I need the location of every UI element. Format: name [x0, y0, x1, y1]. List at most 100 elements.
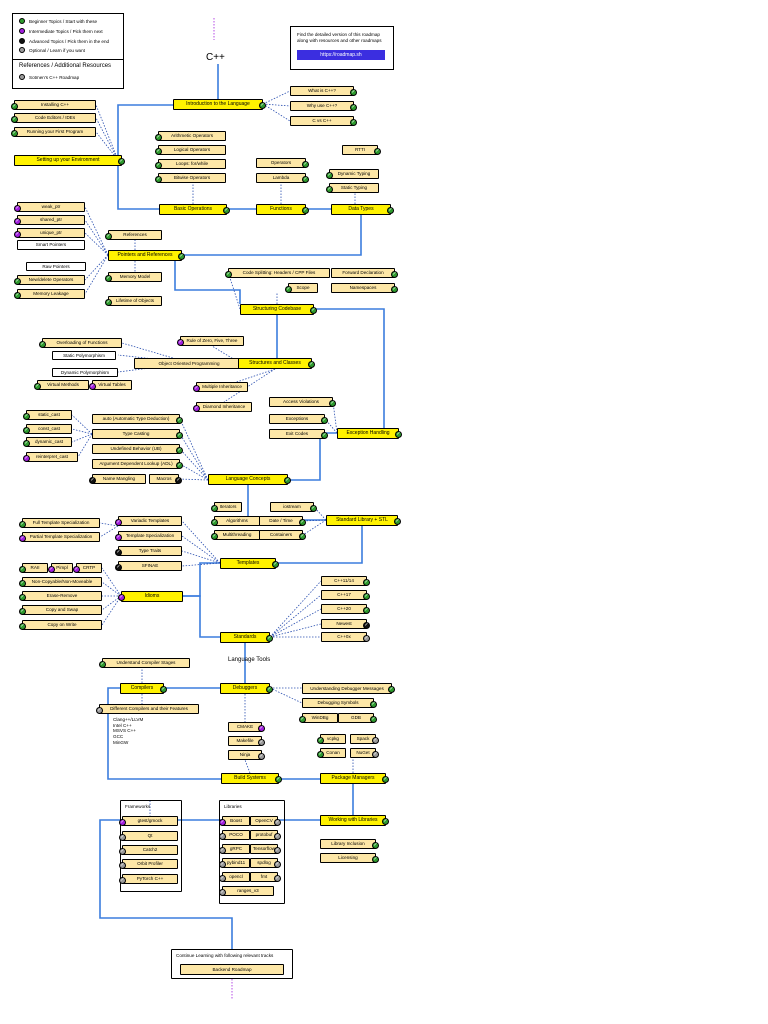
- node-different-compilers-and-their-features[interactable]: Different Compilers and their Features: [96, 704, 199, 714]
- node-build-systems[interactable]: Build Systems: [221, 773, 282, 784]
- roadmap-link-button[interactable]: https://roadmap.sh: [297, 50, 385, 60]
- node-auto-automatic-type-deduction[interactable]: auto (Automatic Type Deduction): [92, 414, 183, 424]
- node-partial-template-specialization[interactable]: Partial Template Specialization: [19, 532, 100, 542]
- node-weak-ptr[interactable]: weak_ptr: [14, 202, 85, 212]
- node-non-copyable-non-moveable[interactable]: Non-Copyable/Non-Moveable: [19, 577, 102, 587]
- node-dynamic-polymorphism[interactable]: Dynamic Polymorphism: [52, 368, 118, 377]
- node-structures-and-classes[interactable]: Structures and Classes: [238, 358, 315, 369]
- node-running-your-first-program[interactable]: Running your First Program: [11, 127, 96, 137]
- node-cplusplus0x[interactable]: C++0x: [321, 632, 370, 642]
- node-undefined-behavior-ub[interactable]: Undefined Behavior (UB): [92, 444, 183, 454]
- node-library-inclusion[interactable]: Library Inclusion: [320, 839, 379, 849]
- node-arithmetic-operators[interactable]: Arithmetic Operators: [155, 131, 226, 141]
- node-access-violations[interactable]: Access Violations: [269, 397, 336, 407]
- node-bitwise-operators[interactable]: Bitwise Operators: [155, 173, 226, 183]
- node-memory-model[interactable]: Memory Model: [105, 272, 162, 282]
- node-pybind11[interactable]: pybind11: [219, 858, 250, 868]
- node-new-delete-operators[interactable]: New/delete Operators: [14, 275, 85, 285]
- node-data-types[interactable]: Data Types: [331, 204, 394, 215]
- node-rtti[interactable]: RTTI: [342, 145, 381, 155]
- reference-item[interactable]: Sotmen's C++ Roadmap: [19, 74, 79, 80]
- node-backend-roadmap[interactable]: Backend Roadmap: [180, 964, 284, 975]
- node-iostream[interactable]: iostream: [270, 502, 317, 512]
- node-understanding-debugger-messages[interactable]: Understanding Debugger Messages: [302, 683, 395, 694]
- node-grpc[interactable]: gRPC: [219, 844, 250, 854]
- node-date-time[interactable]: Date / Time: [259, 516, 306, 526]
- node-dynamic-typing[interactable]: Dynamic Typing: [326, 169, 379, 179]
- node-static-cast[interactable]: static_cast: [23, 410, 72, 420]
- node-shared-ptr[interactable]: shared_ptr: [14, 215, 85, 225]
- node-virtual-tables[interactable]: Virtual Tables: [89, 380, 132, 390]
- node-dynamic-cast[interactable]: dynamic_cast: [23, 437, 72, 447]
- node-catch2[interactable]: Catch2: [119, 845, 178, 855]
- node-rule-of-zero-five-three[interactable]: Rule of Zero, Five, Three: [177, 336, 244, 346]
- node-static-polymorphism[interactable]: Static Polymorphism: [52, 351, 116, 360]
- node-protobuf[interactable]: protobuf: [250, 830, 281, 840]
- node-raii[interactable]: RAII: [19, 563, 48, 573]
- node-code-splitting-headers-cpp-files[interactable]: Code Splitting: Headers / CPP Files: [225, 268, 330, 278]
- node-conan[interactable]: Conan: [317, 748, 346, 758]
- node-code-editors-ides[interactable]: Code Editors / IDEs: [11, 113, 96, 123]
- node-orbit-profiler[interactable]: Orbit Profiler: [119, 859, 178, 869]
- node-spack[interactable]: Spack: [350, 734, 379, 744]
- node-windbg[interactable]: WinDBg: [299, 713, 338, 723]
- node-overloading-of-functions[interactable]: Overloading of Functions: [39, 338, 122, 348]
- node-copy-and-swap[interactable]: Copy and Swap: [19, 605, 102, 615]
- node-working-with-libraries[interactable]: Working with Libraries: [320, 815, 389, 826]
- node-tensorflow[interactable]: Tensorflow: [250, 844, 281, 854]
- node-gtest-gmock[interactable]: gtest/gmock: [119, 816, 178, 826]
- node-nuget[interactable]: NuGet: [350, 748, 379, 758]
- node-makefile[interactable]: Makefile: [228, 736, 265, 746]
- node-what-is-cplusplus[interactable]: What is C++?: [290, 86, 357, 96]
- node-exit-codes[interactable]: Exit Codes: [269, 429, 328, 439]
- node-smart-pointers[interactable]: Smart Pointers: [17, 240, 85, 250]
- node-exceptions[interactable]: Exceptions: [269, 414, 328, 424]
- node-sfinae[interactable]: SFINAE: [115, 561, 182, 571]
- node-idioms[interactable]: Idioms: [118, 591, 183, 602]
- node-cplusplus17[interactable]: C++17: [321, 590, 370, 600]
- node-name-mangling[interactable]: Name Mangling: [89, 474, 146, 484]
- node-lifetime-of-objects[interactable]: Lifetime of Objects: [105, 296, 162, 306]
- node-installing-cplusplus[interactable]: Installing C++: [11, 100, 96, 110]
- node-setting-up-your-environment[interactable]: Setting up your Environment: [14, 155, 125, 166]
- node-diamond-inheritance[interactable]: Diamond Inheritance: [193, 402, 252, 412]
- node-template-specialization[interactable]: Template Specialization: [115, 531, 182, 541]
- node-crtp[interactable]: CRTP: [73, 563, 102, 573]
- node-static-typing[interactable]: Static Typing: [326, 183, 379, 193]
- node-scope[interactable]: Scope: [285, 283, 318, 293]
- node-algorithms[interactable]: Algorithms: [211, 516, 260, 526]
- node-raw-pointers[interactable]: Raw Pointers: [26, 262, 86, 271]
- node-spdlog[interactable]: spdlog: [250, 858, 281, 868]
- node-reinterpret-cast[interactable]: reinterpret_cast: [23, 452, 78, 462]
- node-package-managers[interactable]: Package Managers: [320, 773, 389, 784]
- node-namespaces[interactable]: Namespaces: [331, 283, 398, 293]
- node-type-casting[interactable]: Type Casting: [92, 429, 183, 439]
- node-references[interactable]: References: [105, 230, 162, 240]
- node-licensing[interactable]: Licensing: [320, 853, 379, 863]
- node-gdb[interactable]: GDB: [338, 713, 377, 723]
- node-qt[interactable]: Qt: [119, 831, 178, 841]
- node-templates[interactable]: Templates: [220, 558, 279, 569]
- node-exception-handling[interactable]: Exception Handling: [337, 428, 402, 439]
- node-loops-for-while[interactable]: Loops: for/while: [155, 159, 226, 169]
- node-operators[interactable]: Operators: [256, 158, 309, 168]
- node-understand-compiler-stages[interactable]: Understand Compiler Stages: [99, 658, 190, 668]
- node-structuring-codebase[interactable]: Structuring Codebase: [240, 304, 317, 315]
- node-standard-library-plus-stl[interactable]: Standard Library + STL: [326, 515, 401, 526]
- node-variadic-templates[interactable]: Variadic Templates: [115, 516, 182, 526]
- node-debuggers[interactable]: Debuggers: [220, 683, 273, 694]
- node-argument-dependent-lookup-adl[interactable]: Argument Dependent Lookup (ADL): [92, 459, 183, 469]
- node-memory-leakage[interactable]: Memory Leakage: [14, 289, 85, 299]
- node-unique-ptr[interactable]: unique_ptr: [14, 228, 85, 238]
- node-const-cast[interactable]: const_cast: [23, 424, 72, 434]
- node-logical-operators[interactable]: Logical Operators: [155, 145, 226, 155]
- node-lambda[interactable]: Lambda: [256, 173, 309, 183]
- node-type-traits[interactable]: Type Traits: [115, 546, 182, 556]
- node-virtual-methods[interactable]: Virtual Methods: [34, 380, 89, 390]
- node-basic-operations[interactable]: Basic Operations: [159, 204, 230, 215]
- node-standards[interactable]: Standards: [220, 632, 273, 643]
- node-debugging-symbols[interactable]: Debugging Symbols: [302, 698, 377, 708]
- node-erase-remove[interactable]: Erase-Remove: [19, 591, 102, 601]
- node-vcpkg[interactable]: vcpkg: [317, 734, 346, 744]
- node-object-oriented-programming[interactable]: Object Oriented Programming: [134, 358, 247, 369]
